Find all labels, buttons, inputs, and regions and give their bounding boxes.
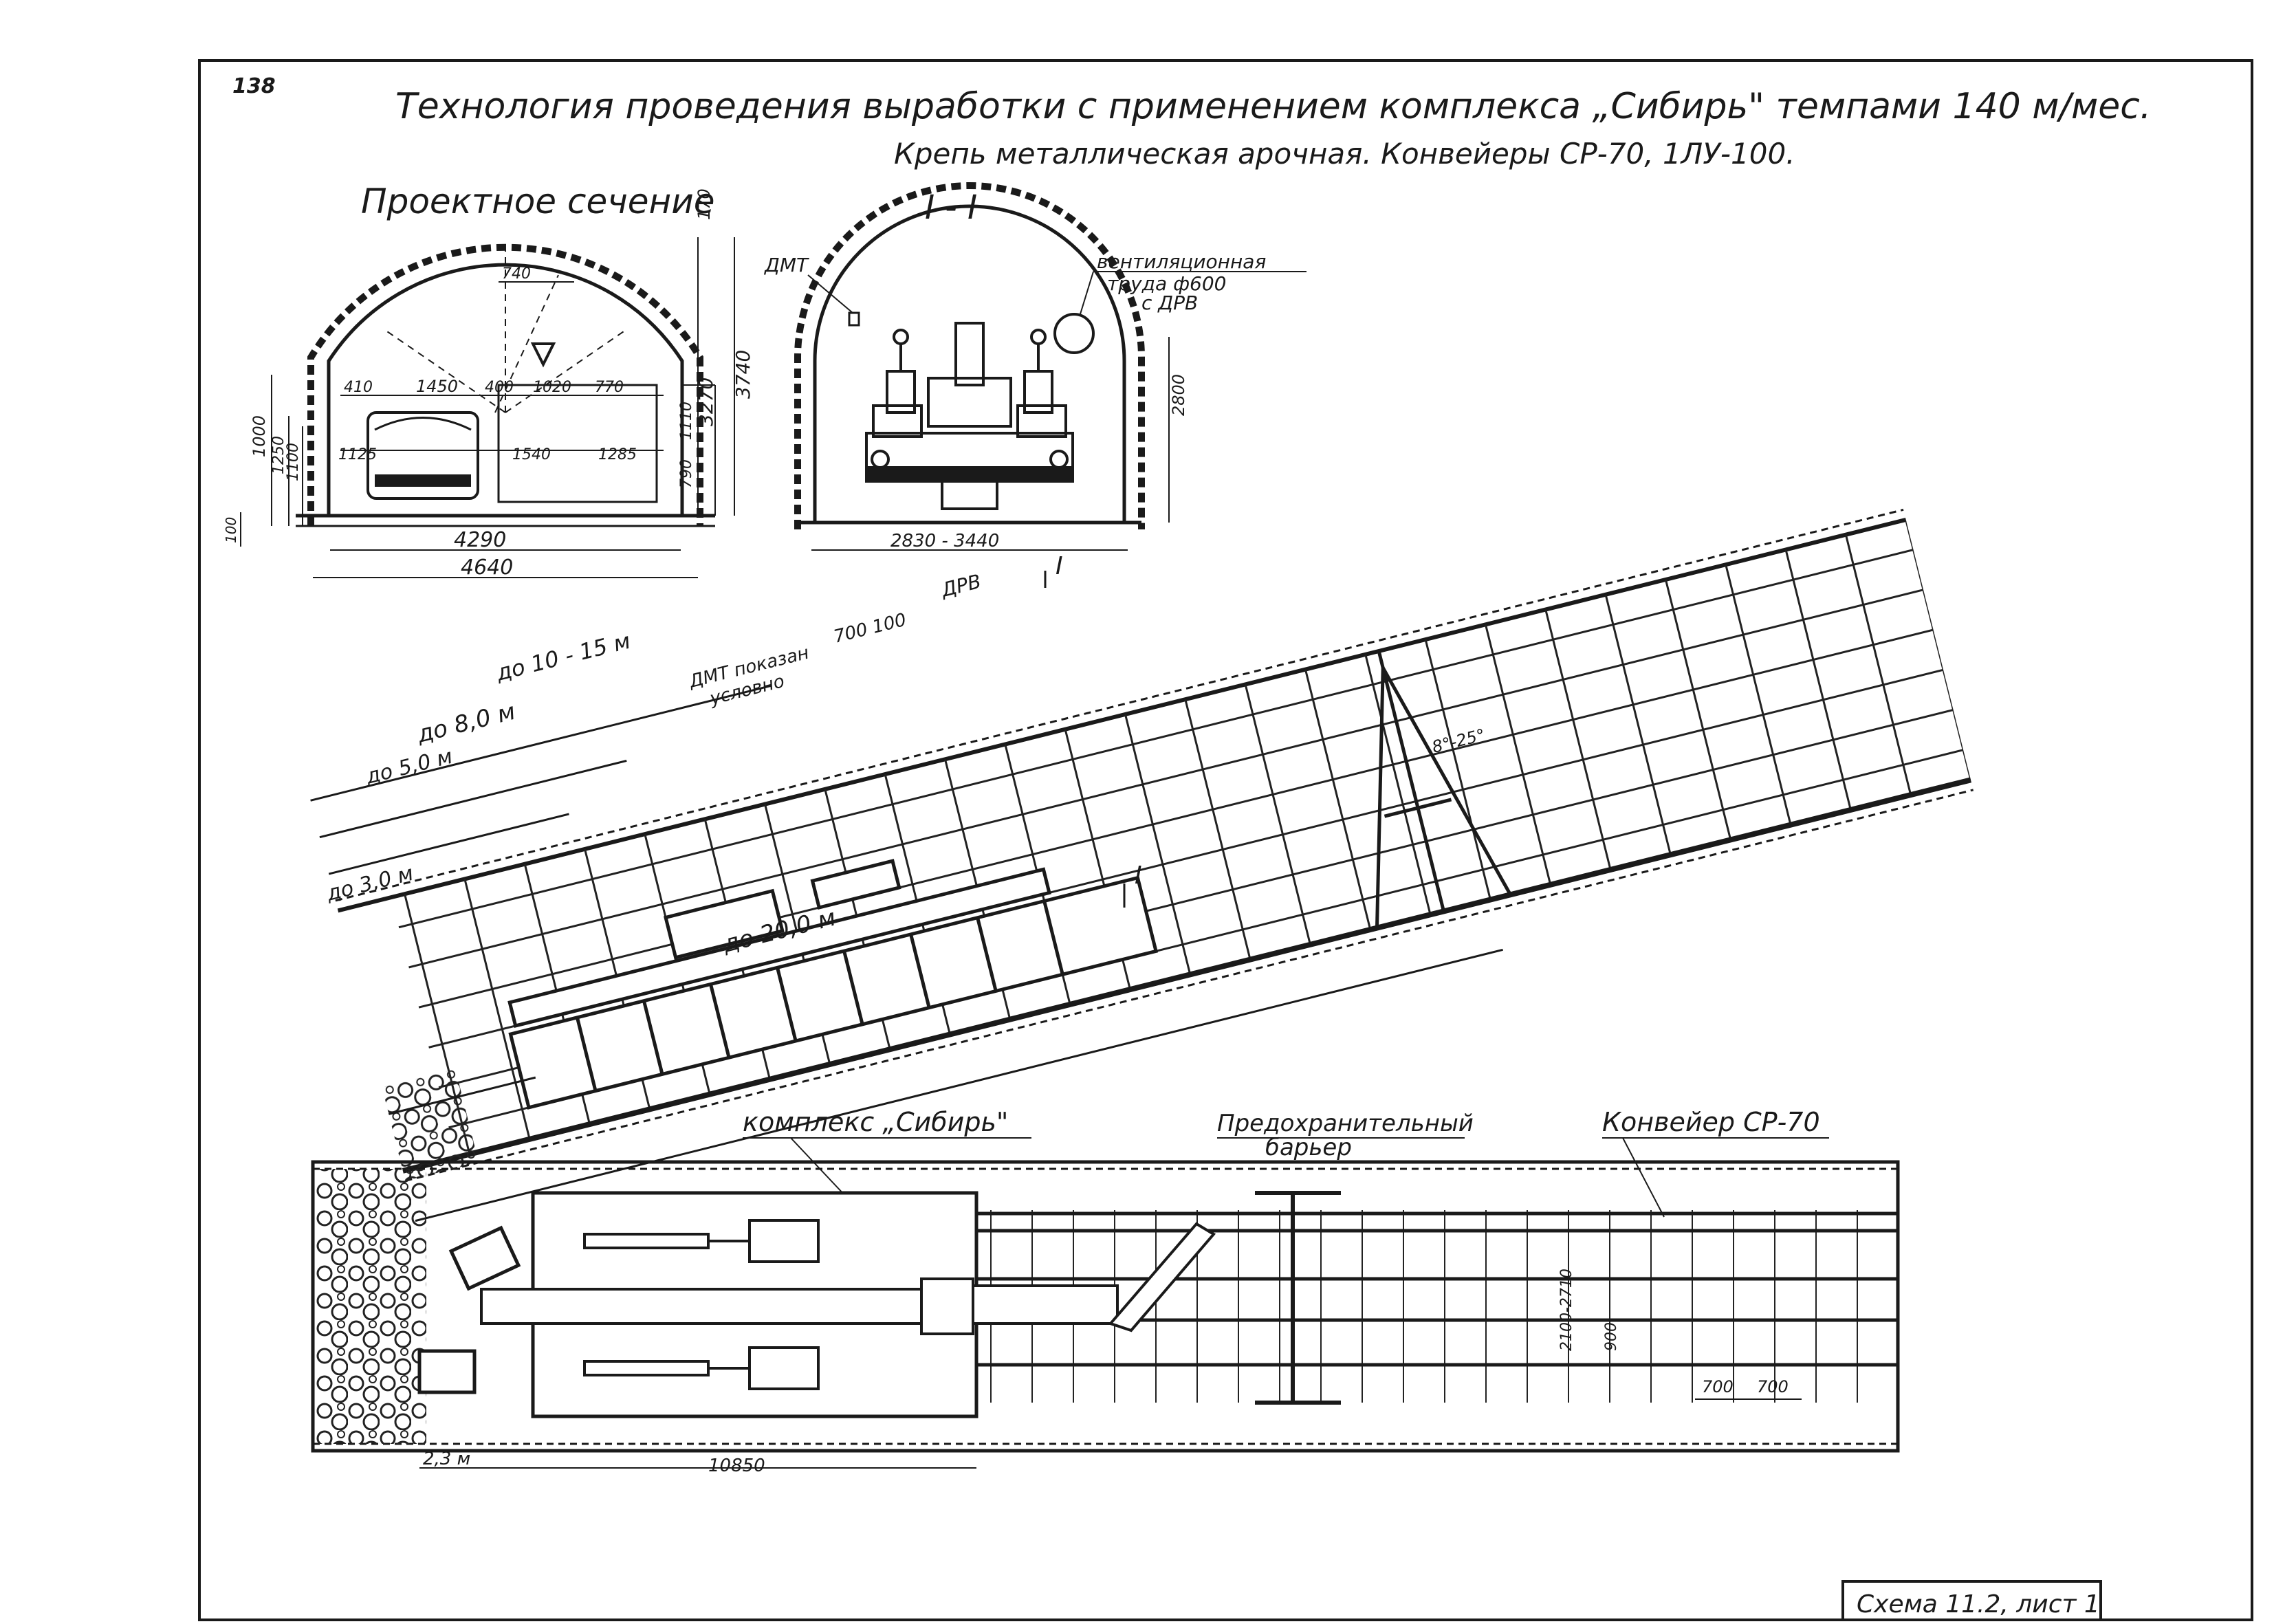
dim-1100: 1100 [285,443,302,481]
dim-170: 170 [695,188,714,220]
dim-1250: 1250 [270,436,287,474]
dim-740: 740 [502,265,531,283]
title-line-2: Крепь металлическая арочная. Конвейеры С… [894,137,1795,171]
section-mark-top: I [1056,552,1063,580]
vent-pipe [1053,313,1095,354]
dim-do-10-15: до 10 - 15 м [493,628,633,686]
plan-rock-face [316,1169,426,1444]
arch-I-I-outer [794,182,1145,529]
dim-do-8: до 8,0 м [414,698,518,749]
dim-2800: 2800 [1169,374,1188,416]
dim-100: 100 [223,517,239,543]
label-barrier-1: Предохранительный [1217,1110,1474,1137]
dim-790: 790 [678,459,695,488]
dim-1000: 1000 [250,415,269,457]
shuttle-car [367,411,479,500]
dim-1125: 1125 [338,446,377,463]
dim-1540: 1540 [512,446,551,463]
car-top [374,417,472,431]
label-vent-2: труда ф600 [1107,272,1226,295]
lamp-symbol [530,342,556,368]
left-dims [240,237,735,578]
sibir-complex-front [865,322,1074,510]
dim-1110: 1110 [678,402,695,440]
plan-view: комплекс „Сибирь" Предохранительный барь… [311,1107,1900,1476]
section-mark-bottom: I [1135,862,1142,890]
section-I-I: I - I ДМТ вентиляционная тру [763,182,1307,551]
loading-bucket-bottom [417,1349,477,1394]
dim-1450: 1450 [416,377,458,396]
dim-2100-2710: 2100-2710 [1558,1269,1575,1351]
safety-barrier [1375,650,1512,928]
dim-900: 900 [1603,1322,1620,1351]
dim-3740: 3740 [732,350,754,399]
dim-4290: 4290 [454,528,506,552]
dim-2-3m: 2,3 м [423,1449,470,1469]
title-line-1: Технология проведения выработки с примен… [395,86,2151,127]
stamp-box [1841,1580,2102,1621]
arch-outer [307,243,703,526]
label-dmt: ДМТ [763,254,809,276]
drill-booms [583,1219,820,1390]
plan-barrier [1255,1191,1341,1405]
dim-4640: 4640 [461,556,513,580]
loader-body [497,384,658,503]
dim-3270: 3270 [695,377,717,426]
inclined-profile: до 10 - 15 м до 8,0 м до 5,0 м до 3,0 м … [310,508,1974,1222]
label-vent-3: с ДРВ [1141,292,1198,314]
dim-700-a: 700 [1702,1377,1734,1396]
dim-2830-3440: 2830 - 3440 [890,531,999,551]
roof-hatch [335,508,1904,902]
label-vent-1: вентиляционная [1097,250,1266,273]
label-drv: ДРВ [938,570,983,602]
complex-leader [790,1137,846,1197]
dim-do-5: до 5,0 м [362,745,455,789]
label-complex: комплекс „Сибирь" [743,1107,1008,1137]
rails [976,1211,1898,1367]
arch-inner [327,263,684,516]
conveyor-leader [1622,1137,1665,1218]
vent-leader-2 [1079,271,1094,317]
dim-400: 400 [485,379,514,396]
sheet-frame [198,59,2253,1621]
loading-bucket-top [448,1225,521,1291]
dmt-leader [807,274,853,314]
loader-conveyor [480,1222,1216,1335]
floor-line [402,777,1972,1174]
dim-700-100: 700 100 [831,610,908,648]
profile-dims [310,684,1503,1222]
design-cross-section: Проектное сечение [223,182,754,580]
label-conveyor: Конвейер СР-70 [1602,1107,1820,1137]
dim-1285: 1285 [598,446,637,463]
stamp-text: Схема 11.2, лист 1 [1857,1590,2100,1618]
dim-700-b: 700 [1757,1377,1789,1396]
dim-10850: 10850 [708,1456,765,1476]
page-number: 138 [232,74,276,98]
car-wheels [375,474,471,487]
dim-770: 770 [595,379,624,396]
dim-1020: 1020 [533,379,571,396]
floor-hatch [405,789,1974,1182]
conveyor-train [507,859,1159,1110]
dim-410: 410 [344,379,373,396]
dmt-symbol [848,311,860,327]
cross-section-title: Проектное сечение [361,182,714,221]
